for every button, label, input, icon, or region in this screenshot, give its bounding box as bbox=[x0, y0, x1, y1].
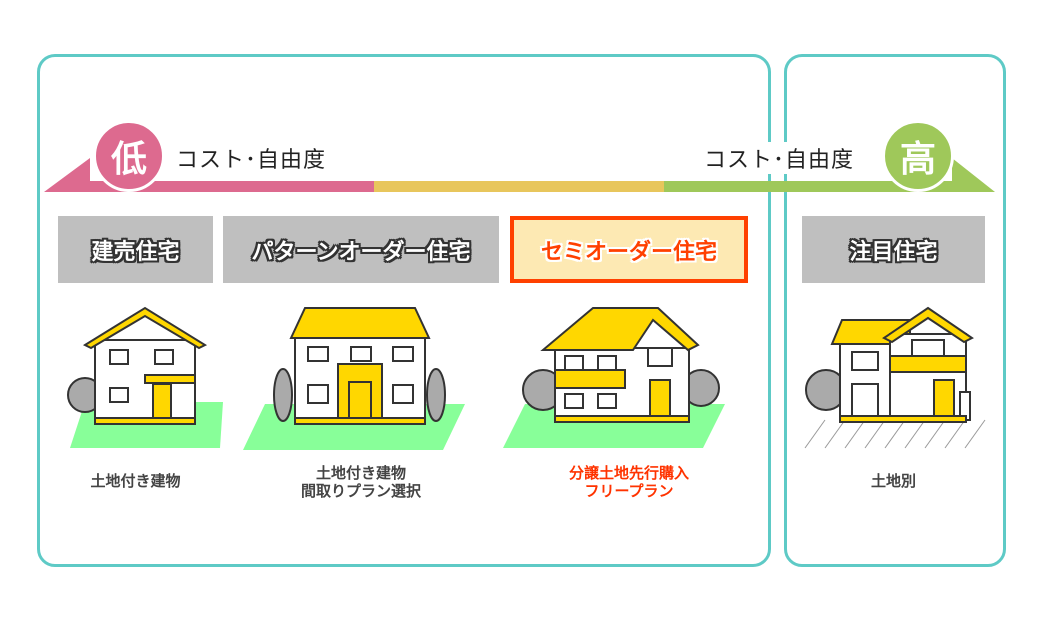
caption-featured: 土地別 bbox=[802, 472, 985, 490]
caption-line: 土地別 bbox=[870, 472, 916, 490]
category-semi-order: セミオーダー住宅 bbox=[510, 216, 748, 283]
house-illustration-3 bbox=[503, 307, 725, 448]
caption-line: 間取りプラン選択 bbox=[300, 482, 421, 500]
caption-semi-order: 分譲土地先行購入フリープラン bbox=[510, 464, 748, 500]
high-label: コスト･自由度 bbox=[700, 142, 859, 174]
low-label: コスト･自由度 bbox=[172, 142, 331, 174]
scale-bar-low bbox=[88, 181, 374, 192]
scale-bar-high bbox=[664, 181, 954, 192]
high-badge: 高 bbox=[882, 120, 954, 192]
caption-line: 土地付き建物 bbox=[90, 472, 181, 490]
scale-bar-mid bbox=[374, 181, 664, 192]
caption-line: 分譲土地先行購入 bbox=[568, 464, 689, 482]
caption-pattern-order: 土地付き建物間取りプラン選択 bbox=[223, 464, 499, 500]
house-illustration-1 bbox=[67, 306, 223, 448]
category-pattern-order: パターンオーダー住宅 bbox=[223, 216, 499, 283]
house-illustration-2 bbox=[243, 307, 465, 450]
caption-line: 土地付き建物 bbox=[315, 464, 406, 482]
scale-bar-ends bbox=[44, 158, 995, 192]
category-featured: 注目住宅 bbox=[802, 216, 985, 283]
house-illustration-4 bbox=[804, 306, 986, 449]
low-badge: 低 bbox=[93, 120, 165, 192]
category-tateuri: 建売住宅 bbox=[58, 216, 213, 283]
caption-line: フリープラン bbox=[584, 482, 674, 500]
caption-tateuri: 土地付き建物 bbox=[58, 472, 213, 490]
